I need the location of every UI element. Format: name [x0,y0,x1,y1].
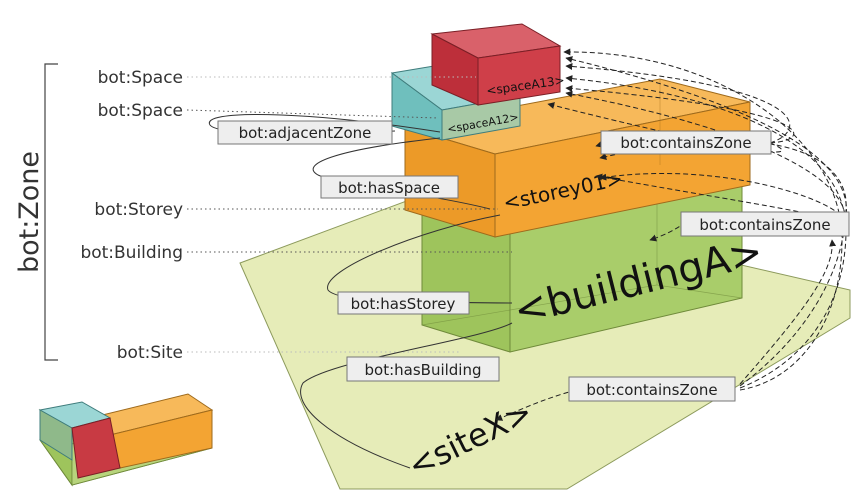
class-label-space-1: bot:Space [98,68,183,88]
label-has-building-text: bot:hasBuilding [365,361,482,379]
class-label-storey: bot:Storey [94,200,183,220]
label-contains-zone-3: bot:containsZone [568,376,736,402]
label-has-space: bot:hasSpace [320,175,459,199]
zone-label: bot:Zone [14,151,45,273]
class-label-building: bot:Building [80,243,183,263]
label-has-storey-text: bot:hasStorey [351,295,456,313]
label-contains-zone-2: bot:containsZone [680,211,850,237]
label-has-space-text: bot:hasSpace [338,179,440,197]
label-contains-zone-3-text: bot:containsZone [586,381,717,399]
label-contains-zone-1-text: bot:containsZone [620,134,751,152]
thumbnail-composite [38,393,214,487]
class-label-space-2: bot:Space [98,101,183,121]
class-label-site: bot:Site [117,343,183,363]
label-has-storey: bot:hasStorey [337,291,470,315]
label-has-building: bot:hasBuilding [346,356,500,382]
label-adjacent-zone: bot:adjacentZone [217,120,393,145]
label-contains-zone-1: bot:containsZone [600,130,772,155]
label-adjacent-zone-text: bot:adjacentZone [239,124,372,142]
space-a13-box [430,23,562,106]
label-contains-zone-2-text: bot:containsZone [699,216,830,234]
zone-bracket [44,63,58,361]
class-leaders [186,76,512,353]
